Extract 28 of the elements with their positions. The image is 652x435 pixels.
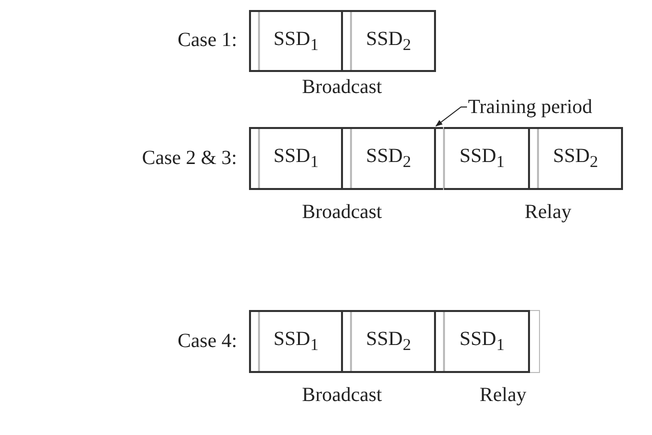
slot-label: SSD$_{1}$	[459, 145, 505, 172]
leader-line	[435, 106, 468, 126]
ssd-slot	[436, 127, 530, 190]
slot-label: SSD$_{2}$	[552, 145, 598, 172]
ssd-slot	[343, 10, 436, 72]
case-label: Case 4:	[178, 330, 237, 352]
ssd-slot	[530, 127, 623, 190]
case-label: Case 1:	[178, 29, 237, 51]
case-label: Case 2 & 3:	[142, 147, 237, 169]
slot-label: SSD$_{1}$	[273, 145, 319, 172]
callout-text: Training period	[468, 96, 592, 118]
ssd-slot	[249, 10, 343, 72]
phase-label: Relay	[524, 201, 572, 223]
ssd-slot	[436, 310, 530, 373]
ssd-slot	[249, 310, 343, 373]
ssd-slot	[249, 127, 343, 190]
slot-label: SSD$_{2}$	[366, 328, 412, 355]
slot-label: SSD$_{1}$	[273, 28, 319, 54]
ssd-slot	[343, 310, 436, 373]
slot-label: SSD$_{1}$	[459, 328, 505, 355]
phase-label: Broadcast	[302, 384, 382, 406]
slot-label: SSD$_{2}$	[366, 28, 412, 54]
phase-label: Relay	[480, 384, 526, 406]
slot-label: SSD$_{2}$	[366, 145, 412, 172]
ssd-slot	[343, 127, 436, 190]
slot-label: SSD$_{1}$	[273, 328, 319, 355]
phase-label: Broadcast	[302, 76, 382, 98]
phase-label: Broadcast	[302, 201, 382, 223]
